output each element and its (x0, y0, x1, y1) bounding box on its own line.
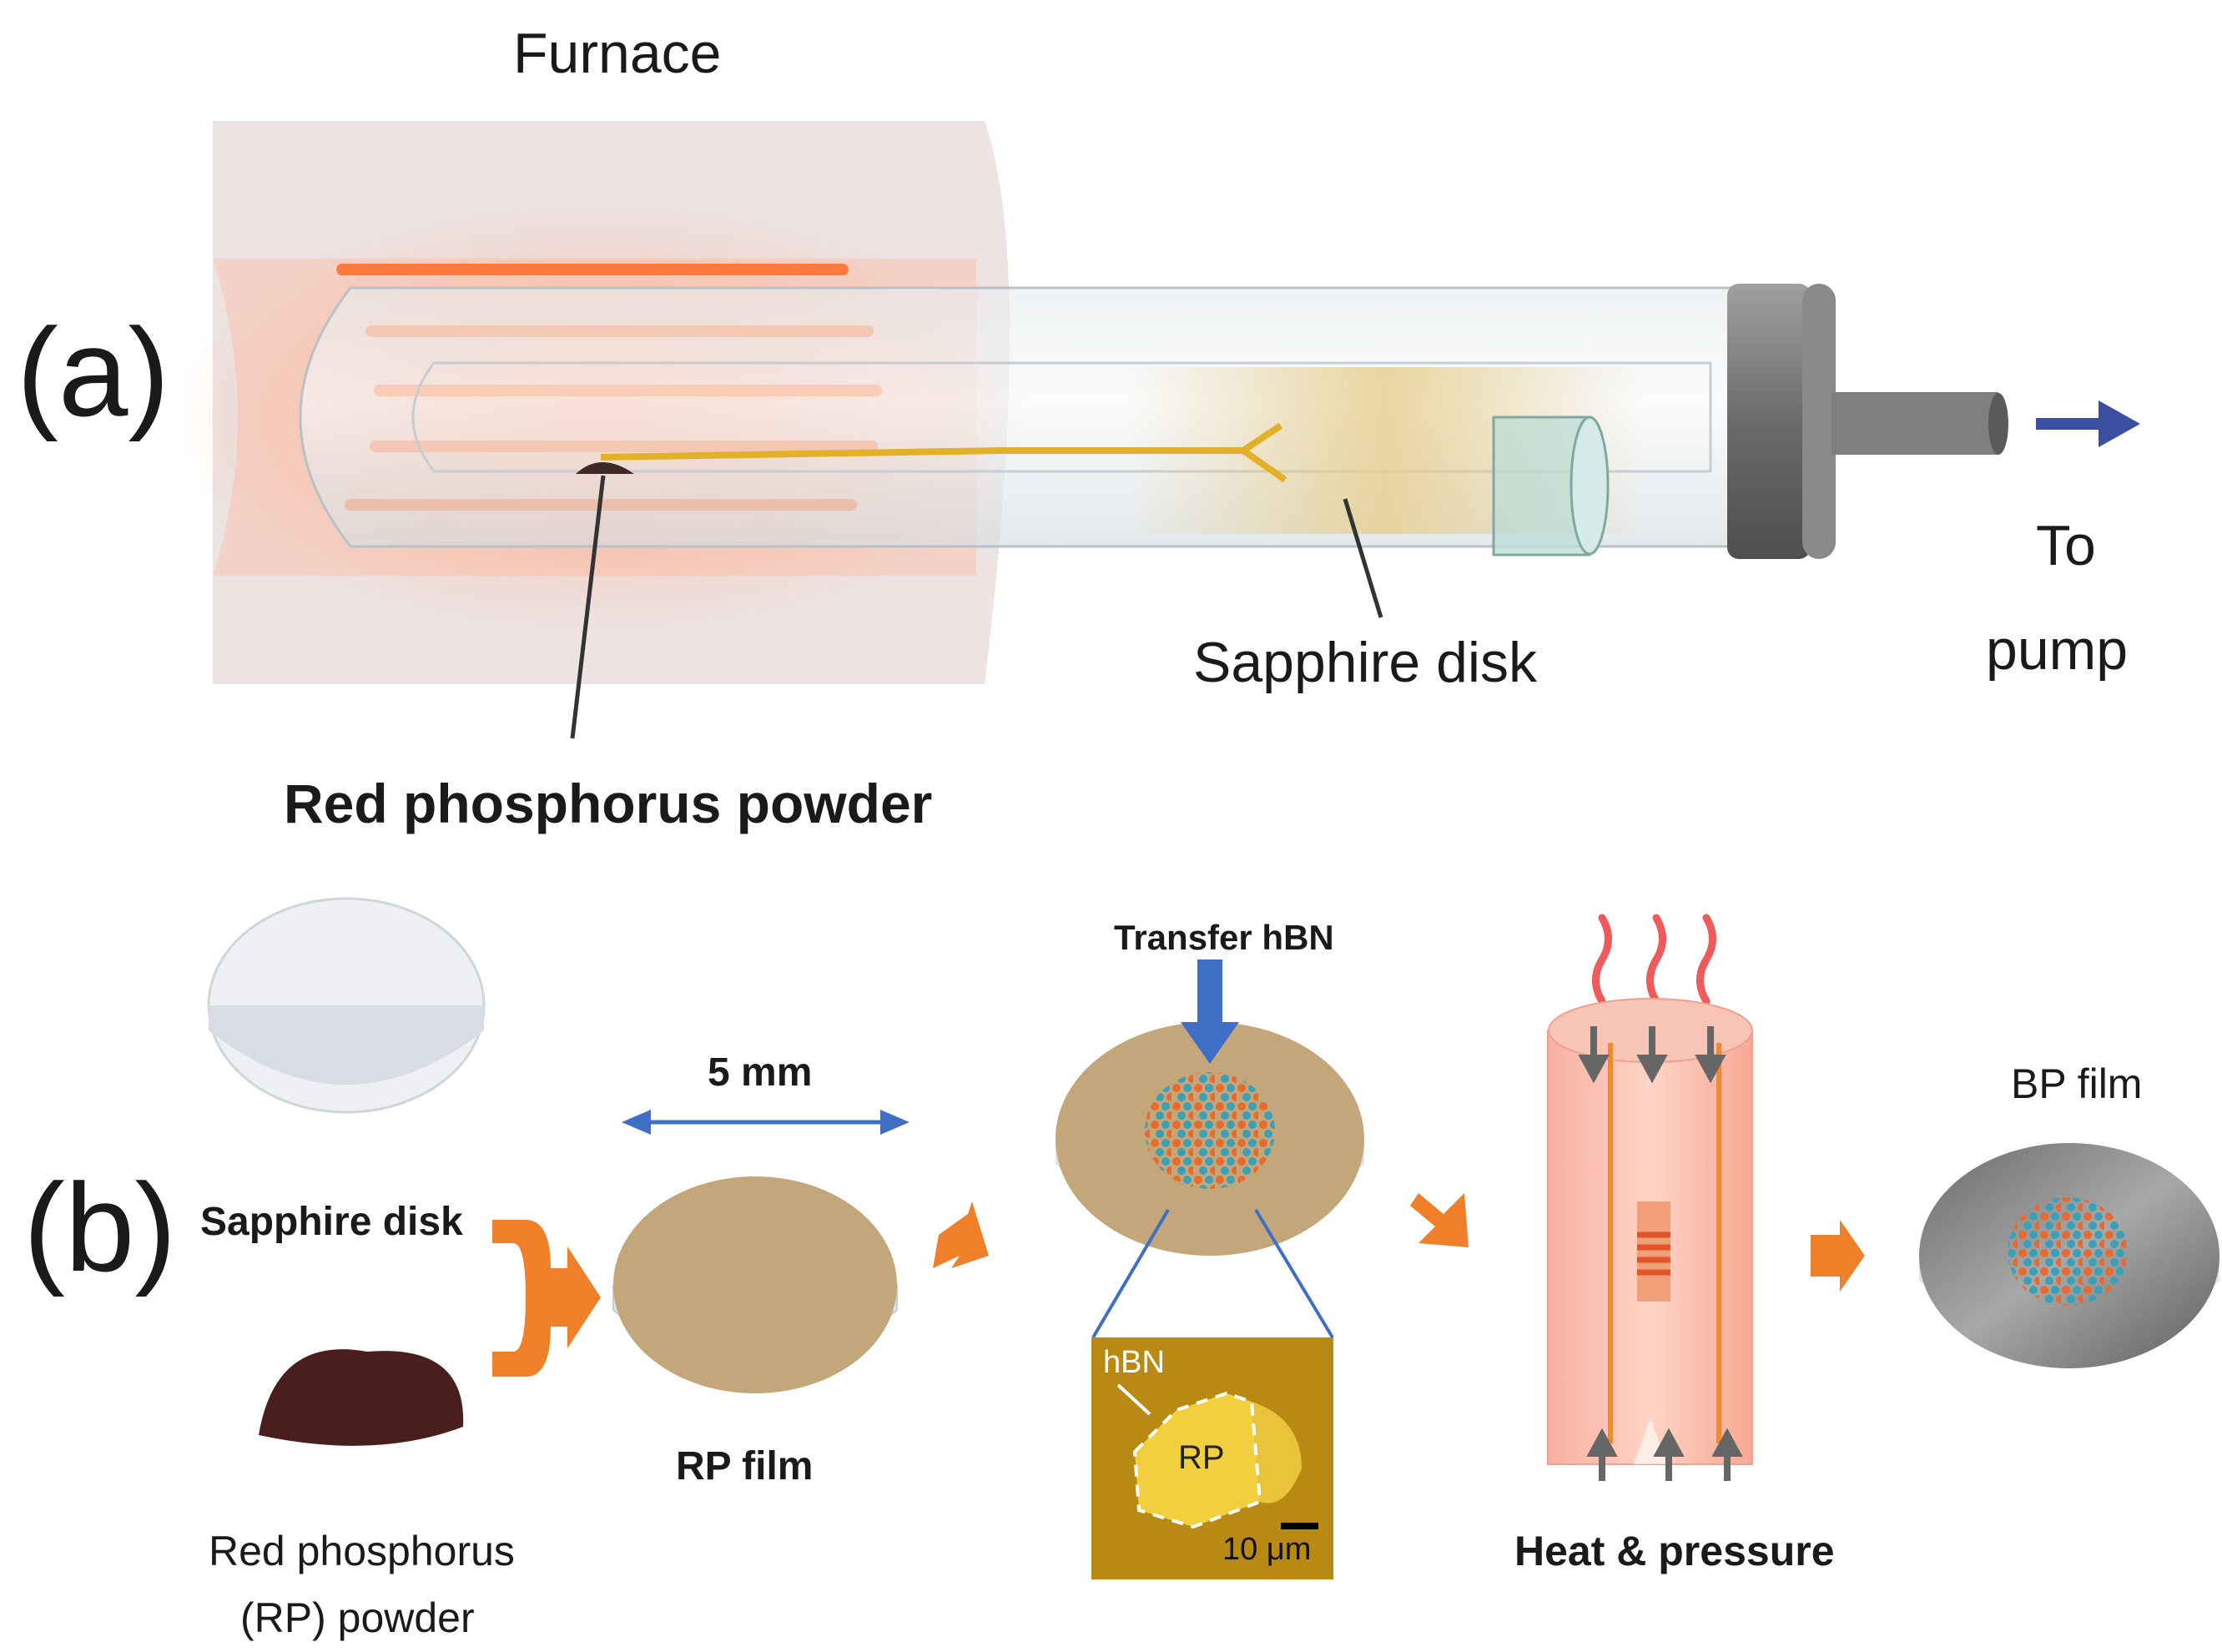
sapphire-disk-raw (207, 897, 486, 1114)
to-pump-label-line1: To (2036, 514, 2096, 577)
inset-hbn-label: hBN (1103, 1345, 1165, 1380)
transfer-arrow (1181, 959, 1239, 1064)
rp-film-label: RP film (676, 1444, 814, 1488)
sapphire-disk-label-b: Sapphire disk (200, 1200, 463, 1244)
inset-zoom-line-left (1091, 1208, 1170, 1339)
sapphire-disk-holder (1492, 416, 1610, 557)
step-arrow-2 (1410, 1193, 1469, 1247)
to-pump-arrowhead (2099, 400, 2140, 447)
dimension-label: 5 mm (708, 1050, 813, 1095)
bp-film-disk (1919, 1143, 2219, 1368)
to-pump-label-line2: pump (1986, 618, 2129, 682)
inset-rp-label: RP (1178, 1439, 1225, 1476)
panel-a-label: (a) (17, 302, 170, 442)
dimension-arrow (622, 1110, 909, 1135)
furnace-label: Furnace (513, 22, 722, 85)
optical-image-inset (1091, 1337, 1333, 1579)
heat-pressure-label: Heat & pressure (1514, 1528, 1835, 1574)
rp-film-disk (612, 1176, 898, 1393)
sapphire-leader-line (1343, 498, 1383, 618)
heat-waves (1592, 914, 1716, 1005)
step-arrow-1 (933, 1201, 989, 1268)
inset-scale-label: 10 μm (1222, 1532, 1312, 1567)
rp-powder-pile (576, 462, 634, 474)
end-cap (1727, 284, 2008, 559)
transfer-hbn-label: Transfer hBN (1114, 918, 1334, 957)
inset-zoom-line-right (1254, 1208, 1334, 1339)
bp-film-label: BP film (2011, 1060, 2143, 1107)
rp-powder-label-line1: Red phosphorus (209, 1528, 515, 1574)
phosphorus-flow (600, 422, 1287, 483)
rp-leader-line (570, 475, 606, 739)
merge-arrow (492, 1220, 601, 1377)
pressure-arrows-top (1578, 1026, 1726, 1084)
step-arrow-3 (1811, 1220, 1865, 1292)
pressure-arrows-bottom (1586, 1428, 1743, 1481)
rp-powder (259, 1349, 464, 1446)
red-phosphorus-powder-label: Red phosphorus powder (284, 773, 933, 834)
rp-powder-label-line2: (RP) powder (240, 1594, 475, 1641)
hbn-transfer-disk (1056, 1022, 1364, 1256)
panel-b-label: (b) (23, 1157, 177, 1297)
sapphire-disk-label-a: Sapphire disk (1193, 631, 1538, 694)
